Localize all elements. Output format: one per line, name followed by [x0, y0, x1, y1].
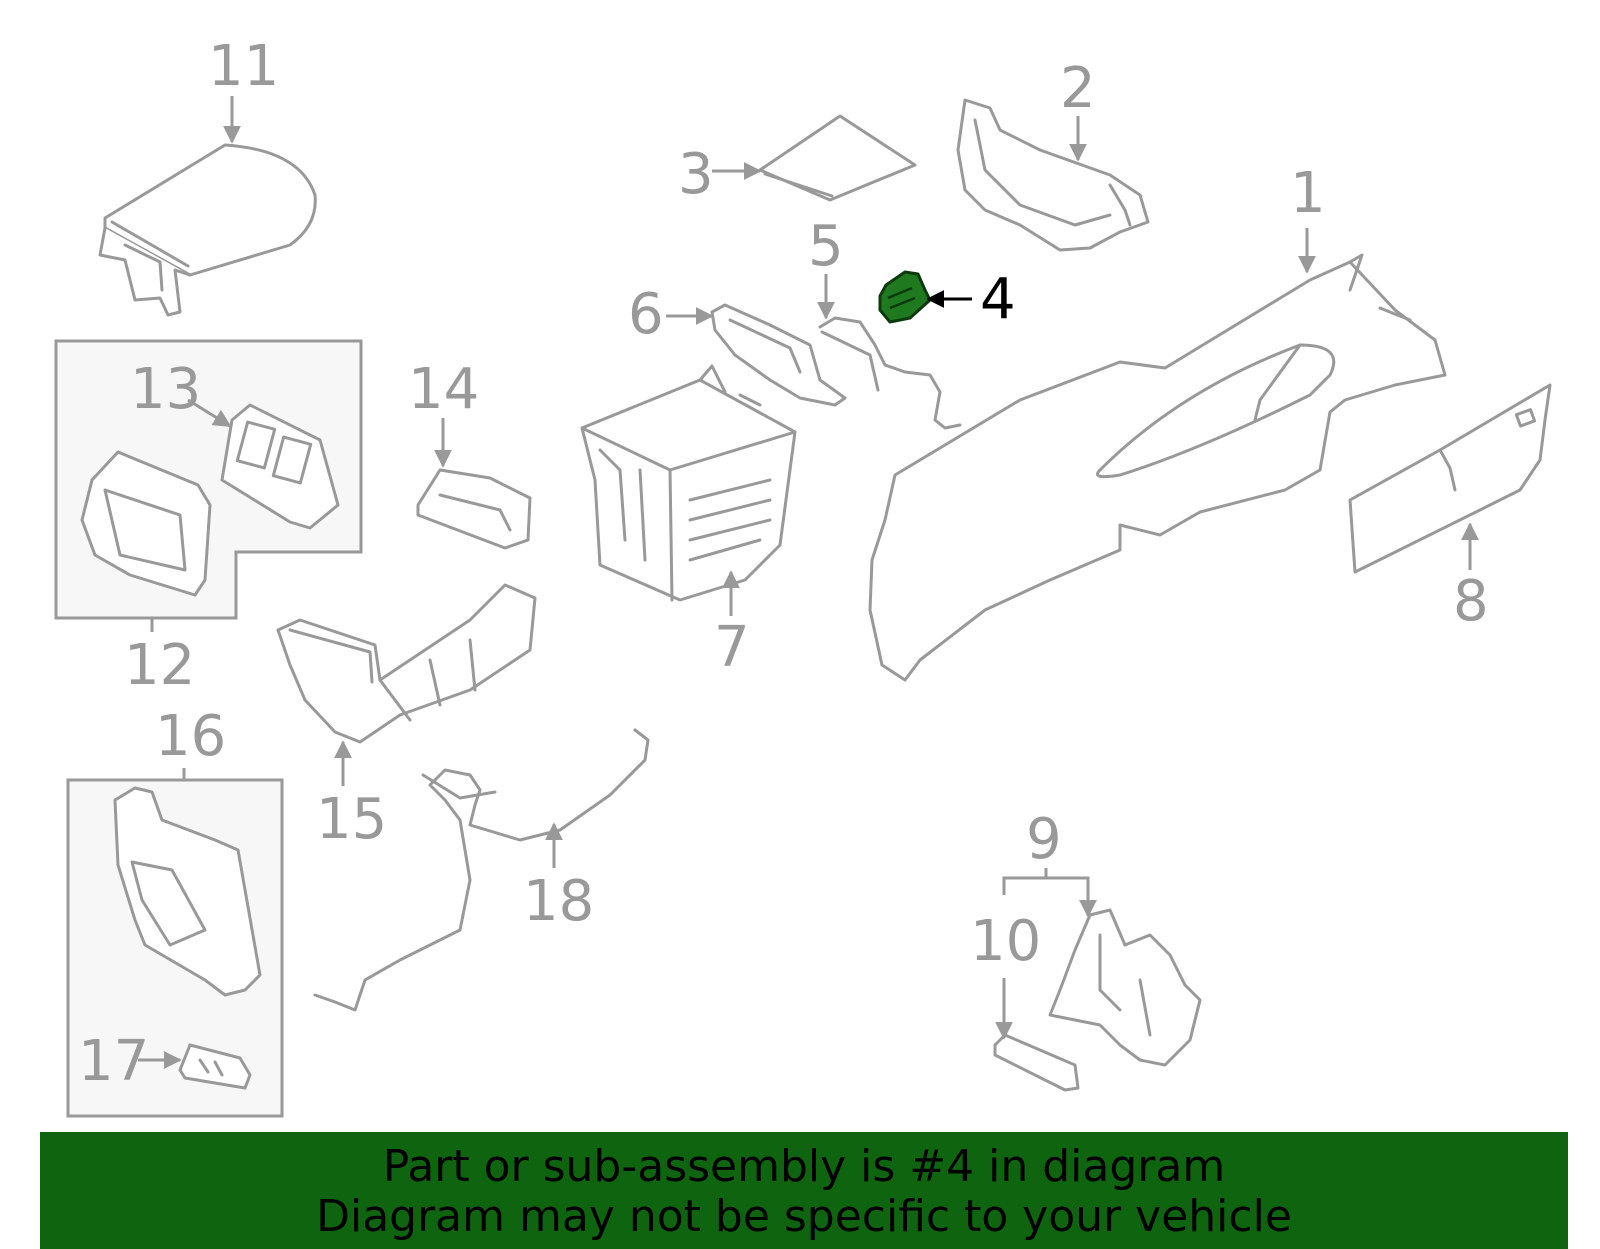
- part-1-center-console[interactable]: [868, 253, 1447, 682]
- part-12-bezel[interactable]: [80, 450, 212, 597]
- callout-18: 18: [523, 869, 594, 934]
- callout-1: 1: [1290, 161, 1326, 226]
- part-6-trim[interactable]: [710, 303, 847, 407]
- part-18-cable[interactable]: [313, 728, 650, 1012]
- part-17-switch[interactable]: [178, 1043, 252, 1090]
- part-15-air-duct[interactable]: [276, 583, 537, 744]
- callout-12: 12: [124, 633, 195, 698]
- callout-5: 5: [808, 214, 844, 279]
- part-2-bracket[interactable]: [956, 98, 1150, 252]
- part-4-switch[interactable]: [878, 270, 932, 324]
- callout-3: 3: [678, 142, 714, 207]
- callout-2: 2: [1060, 56, 1096, 121]
- part-8-side-panel[interactable]: [1348, 383, 1552, 574]
- callout-17: 17: [78, 1029, 149, 1094]
- callout-7: 7: [714, 615, 750, 680]
- callout-14: 14: [408, 357, 479, 422]
- callout-8: 8: [1453, 569, 1489, 634]
- callout-16: 16: [155, 704, 226, 769]
- leader-13: [187, 398, 232, 428]
- part-14-tray[interactable]: [416, 468, 532, 550]
- callout-4: 4: [980, 267, 1016, 332]
- part-3-mat[interactable]: [758, 114, 917, 202]
- info-banner: Part or sub-assembly is #4 in diagram Di…: [40, 1132, 1568, 1249]
- part-16-rear-panel[interactable]: [113, 786, 262, 997]
- callout-6: 6: [628, 282, 664, 347]
- part-13-vent[interactable]: [220, 403, 340, 530]
- part-7-console-box[interactable]: [580, 364, 797, 602]
- callout-13: 13: [130, 357, 201, 422]
- callout-11: 11: [208, 34, 279, 99]
- part-11-armrest-lid[interactable]: [98, 143, 317, 317]
- banner-line-2: Diagram may not be specific to your vehi…: [316, 1191, 1292, 1242]
- part-5-wire-harness[interactable]: [818, 316, 962, 430]
- callout-10: 10: [970, 909, 1041, 974]
- part-9-bracket[interactable]: [1048, 908, 1202, 1067]
- callout-9: 9: [1026, 807, 1062, 872]
- part-10-strip[interactable]: [993, 1033, 1080, 1092]
- banner-line-1: Part or sub-assembly is #4 in diagram: [382, 1141, 1226, 1192]
- callout-15: 15: [316, 787, 387, 852]
